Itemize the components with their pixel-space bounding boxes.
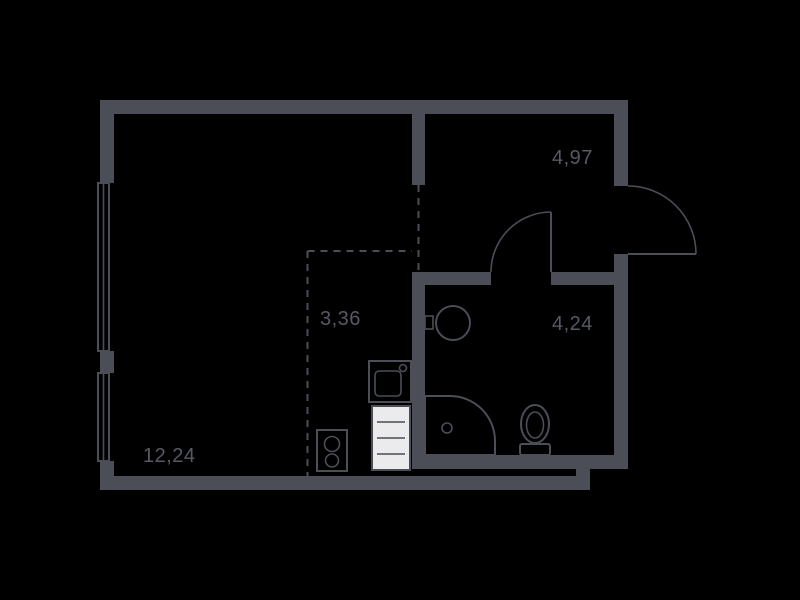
kitchen-area-label: 3,36 <box>320 308 361 330</box>
top-wall <box>100 100 628 114</box>
living-hall-wall <box>412 100 425 185</box>
left-wall-middle <box>100 351 114 373</box>
bathroom-area-label: 4,24 <box>552 313 593 335</box>
outer-walls <box>100 100 628 490</box>
toilet-icon <box>519 404 551 456</box>
corner-washbasin-icon <box>424 395 496 456</box>
right-wall-upper <box>614 100 628 186</box>
left-wall-upper <box>100 100 114 183</box>
window-icon <box>97 372 110 462</box>
bottom-wall <box>100 476 590 490</box>
doors <box>490 185 697 273</box>
living-room-area-label: 12,24 <box>143 445 196 467</box>
right-wall-lower <box>614 254 628 469</box>
windows <box>97 182 110 462</box>
stove-icon <box>316 429 348 472</box>
bottom-right-notch-wall <box>576 469 590 490</box>
kitchen-zone <box>306 250 412 476</box>
bathroom-bottom-wall <box>412 455 628 469</box>
bathroom-door-icon <box>490 211 552 273</box>
oven-icon <box>371 405 411 471</box>
living-bathroom-wall <box>412 272 425 469</box>
bathroom-fixtures <box>424 305 551 456</box>
entrance-door-icon <box>627 185 697 255</box>
room-labels: 12,24 3,36 4,97 4,24 <box>143 147 593 467</box>
kitchen-sink-icon <box>368 360 412 403</box>
washbasin-icon <box>424 305 471 341</box>
hall-bathroom-wall-left <box>425 272 491 285</box>
hallway-area-label: 4,97 <box>552 147 593 169</box>
hall-bathroom-wall-right <box>551 272 614 285</box>
window-icon <box>97 182 110 352</box>
interior-walls <box>412 100 614 469</box>
